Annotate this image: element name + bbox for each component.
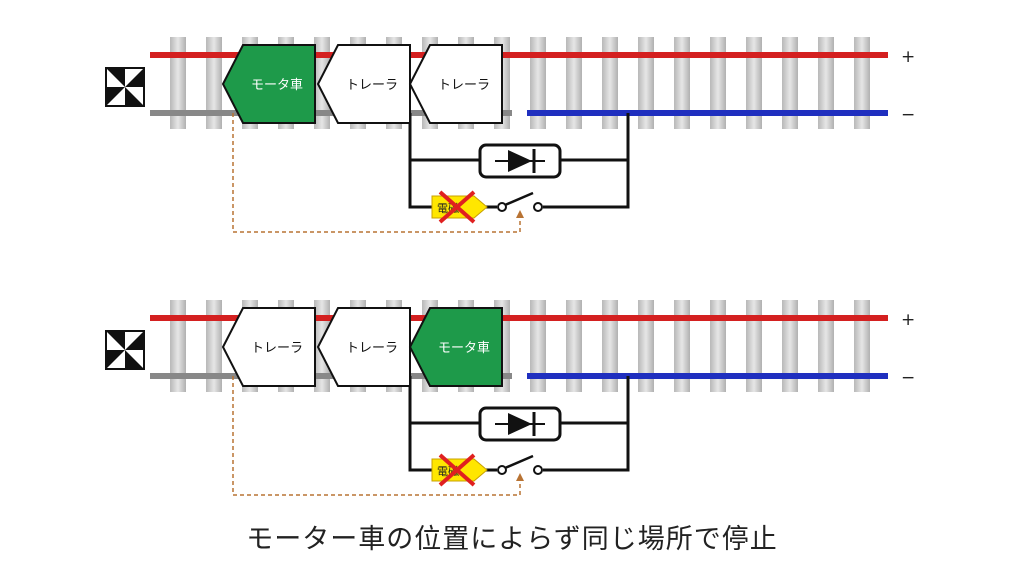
rail-tie — [638, 37, 654, 129]
rail-tie — [746, 37, 762, 129]
relay-icon: 電磁 — [431, 190, 488, 224]
rail-tie — [854, 37, 870, 129]
rail-tie — [674, 37, 690, 129]
rail-tie — [170, 300, 186, 392]
trailer-car: トレーラ — [316, 307, 411, 387]
stop-marker-icon — [105, 330, 145, 370]
minus-sign: − — [901, 105, 915, 125]
rail-tie — [566, 300, 582, 392]
stop-marker-icon — [105, 67, 145, 107]
rail-tie — [746, 300, 762, 392]
car-label: トレーラ — [438, 78, 490, 93]
car-label: トレーラ — [346, 341, 398, 356]
caption: モーター車の位置によらず同じ場所で停止 — [246, 524, 778, 555]
plus-sign: + — [901, 310, 915, 330]
rail-tie — [602, 300, 618, 392]
rail-tie — [818, 37, 834, 129]
rail-tie — [782, 300, 798, 392]
trailer-car: トレーラ — [221, 307, 316, 387]
diode-circuit — [408, 113, 630, 212]
rail-tie — [710, 37, 726, 129]
motor-car: モータ車 — [221, 44, 316, 124]
rail-tie — [530, 37, 546, 129]
rail-tie — [854, 300, 870, 392]
minus-sign: − — [901, 368, 915, 388]
rail-tie — [818, 300, 834, 392]
plus-sign: + — [901, 47, 915, 67]
track-panel-1: + − 電磁 モータ車 トレーラ トレーラ — [105, 37, 915, 233]
rail-tie — [170, 37, 186, 129]
rail-tie — [674, 300, 690, 392]
car-label: トレーラ — [346, 78, 398, 93]
rail-tie — [206, 300, 222, 392]
relay-icon: 電磁 — [431, 453, 488, 487]
rail-tie — [782, 37, 798, 129]
track-panel-2: + − 電磁 トレーラ トレーラ モータ車 — [105, 300, 915, 496]
rail-tie — [206, 37, 222, 129]
diode-circuit — [408, 376, 630, 475]
motor-car: モータ車 — [408, 307, 503, 387]
rail-tie — [638, 300, 654, 392]
rail-tie — [530, 300, 546, 392]
rail-tie — [710, 300, 726, 392]
trailer-car: トレーラ — [408, 44, 503, 124]
car-label: モータ車 — [251, 78, 303, 93]
car-label: モータ車 — [438, 341, 490, 356]
sensor-line — [232, 376, 521, 496]
sensor-line — [232, 113, 521, 233]
rail-tie — [602, 37, 618, 129]
car-label: トレーラ — [251, 341, 303, 356]
trailer-car: トレーラ — [316, 44, 411, 124]
rail-tie — [566, 37, 582, 129]
